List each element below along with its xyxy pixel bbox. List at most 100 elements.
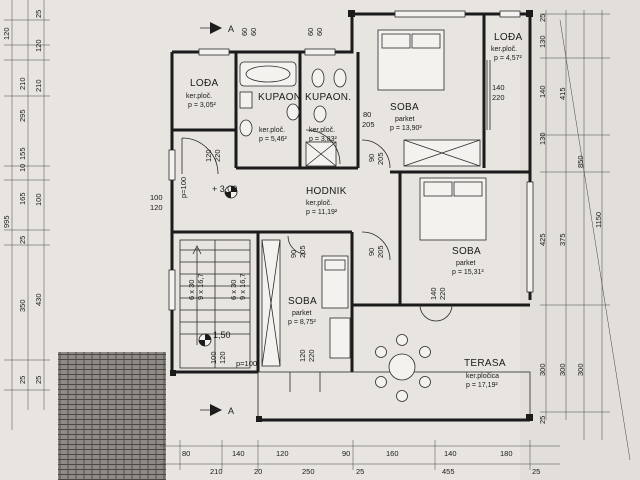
room-name-kupaon-1: KUPAON (258, 92, 301, 103)
dim-bottom-1: 80 (182, 449, 190, 458)
left-dimension-lines (4, 0, 50, 430)
dim-left-inner: 120 (34, 39, 43, 52)
dim-left-inner: 430 (34, 293, 43, 306)
dim-left-inner: 25 (34, 10, 43, 18)
dim-right-a: 130 (538, 132, 547, 145)
dim-left-outer: 10 (18, 164, 27, 172)
right-dimension-labels: 25 130 140 130 425 300 25 415 375 300 85… (538, 14, 603, 424)
dim-right-b: 375 (558, 233, 567, 246)
dim-right-b: 300 (558, 363, 567, 376)
opening-labels: 60 60 60 60 80 205 90 205 90 205 140 220… (150, 28, 505, 368)
dim-right-a: 140 (538, 85, 547, 98)
stair-dim: 6 x 30 (229, 280, 238, 300)
opening-dim: 90 (289, 250, 298, 258)
room-name-hodnik: HODNIK (306, 186, 347, 197)
room-name-loda-right: LOĐA (494, 32, 522, 43)
dim-bottom-1: 90 (342, 449, 350, 458)
dim-right-total: 1150 (594, 212, 603, 228)
dim-left-outer: 155 (18, 147, 27, 160)
room-area-soba-small: p = 8,75² (288, 319, 316, 326)
room-name-soba-small: SOBA (288, 296, 317, 307)
level-label-stair: 1,50 (213, 330, 231, 340)
room-floor-soba-small: parket (292, 310, 312, 317)
dim-bottom-1: 160 (386, 449, 399, 458)
room-area-hodnik: p = 11,19² (306, 209, 338, 216)
opening-dim: 60 (315, 28, 324, 36)
room-name-terasa: TERASA (464, 358, 506, 369)
staircase (179, 239, 251, 369)
dim-left-inner: 25 (34, 376, 43, 384)
room-name-loda-left: LOĐA (190, 78, 218, 89)
opening-dim: p=100 (236, 359, 257, 368)
opening-dim: 80 (363, 110, 371, 119)
opening-dim: 220 (492, 93, 505, 102)
dim-left-outer: 25 (18, 236, 27, 244)
room-floor-soba-right: parket (456, 260, 476, 267)
dim-bottom-2: 25 (532, 467, 540, 476)
dim-bottom-1: 180 (500, 449, 513, 458)
room-area-kupaon-1: p = 5,46² (259, 136, 287, 143)
dim-right-a: 425 (538, 233, 547, 246)
dim-bottom-2: 210 (210, 467, 223, 476)
room-floor-terasa: ker.pločica (466, 373, 499, 380)
windows (168, 10, 534, 311)
opening-dim: 205 (298, 245, 307, 258)
furniture (261, 29, 487, 402)
dim-bottom-1: 140 (444, 449, 457, 458)
opening-dim: 205 (376, 245, 385, 258)
dim-left-inner: 100 (34, 193, 43, 206)
dim-bottom-1: 140 (232, 449, 245, 458)
opening-dim: 60 (306, 28, 315, 36)
bottom-dimension-labels: 80 140 120 90 160 140 180 210 20 250 25 … (182, 449, 540, 476)
opening-dim: 220 (307, 349, 316, 362)
dim-left-outer: 25 (18, 376, 27, 384)
room-name-soba-right: SOBA (452, 246, 481, 257)
level-label-upper: + 3,00 (212, 184, 237, 194)
dim-left-outer: 350 (18, 299, 27, 312)
dim-left-total: 995 (2, 215, 11, 228)
room-name-kupaon-2: KUPAON. (305, 92, 351, 103)
dim-bottom-2: 455 (442, 467, 455, 476)
dim-left-outer: 210 (18, 77, 27, 90)
opening-dim: 90 (367, 248, 376, 256)
column-markers (170, 10, 533, 422)
opening-dim: 120 (218, 351, 227, 364)
bathroom-fixtures (239, 61, 347, 167)
opening-dim: 220 (213, 149, 222, 162)
room-area-loda-left: p = 3,05² (188, 102, 216, 109)
section-label-top: A (228, 24, 234, 34)
bottom-dimension-lines (160, 440, 560, 470)
left-dimension-labels: 120 210 295 10 155 165 25 350 25 25 120 … (2, 10, 43, 384)
room-area-terasa: p = 17,19² (466, 382, 498, 389)
room-name-soba-top: SOBA (390, 102, 419, 113)
dim-right-b: 415 (558, 87, 567, 100)
stair-dim: 6 x 30 (187, 280, 196, 300)
level-marker-stair (198, 333, 212, 347)
room-area-soba-top: p = 13,90² (390, 125, 422, 132)
opening-dim: 90 (367, 154, 376, 162)
opening-dim: 220 (438, 287, 447, 300)
roof-tiles (58, 352, 166, 480)
opening-dim: 120 (298, 349, 307, 362)
opening-dim: 60 (240, 28, 249, 36)
dim-right-a: 300 (538, 363, 547, 376)
dim-bottom-2: 20 (254, 467, 262, 476)
room-floor-soba-top: parket (395, 116, 415, 123)
room-floor-kupaon-1: ker.ploč. (259, 127, 285, 134)
room-floor-hodnik: ker.ploč. (306, 200, 332, 207)
room-area-soba-right: p = 15,31² (452, 269, 484, 276)
dim-left-outer: 165 (18, 192, 27, 205)
opening-dim: 100 (150, 193, 163, 202)
dim-bottom-2: 25 (356, 467, 364, 476)
dim-right-c: 300 (576, 363, 585, 376)
opening-dim: p=100 (179, 177, 188, 198)
opening-dim: 205 (362, 120, 375, 129)
section-label-bottom: A (228, 406, 234, 416)
dim-right-c: 850 (576, 155, 585, 168)
opening-dim: 120 (204, 149, 213, 162)
opening-dim: 120 (150, 203, 163, 212)
opening-dim: 140 (429, 287, 438, 300)
opening-dim: 140 (492, 83, 505, 92)
dim-right-a: 25 (538, 14, 547, 22)
